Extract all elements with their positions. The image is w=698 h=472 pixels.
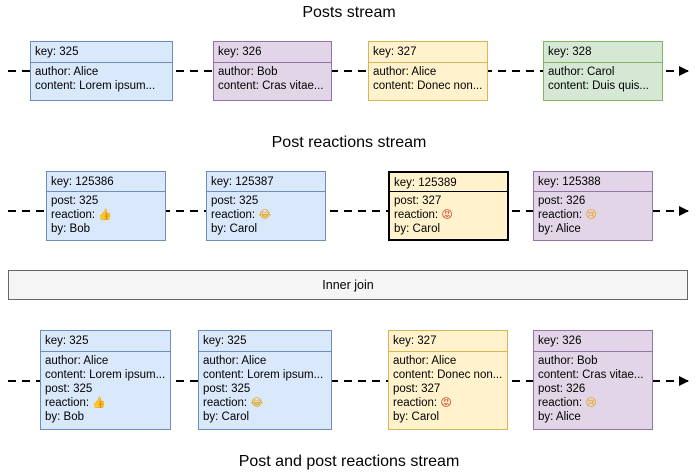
post-card-325: key: 325 author: Alice content: Lorem ip… — [30, 41, 173, 101]
card-by: by: Alice — [538, 223, 581, 235]
posts-stream-title: Posts stream — [302, 4, 396, 21]
card-by: by: Bob — [45, 411, 84, 423]
joined-stream-title: Post and post reactions stream — [238, 453, 460, 470]
card-author: author: Bob — [218, 66, 278, 78]
post-card-327: key: 327 author: Alice content: Donec no… — [368, 41, 488, 101]
joined-card-325-bob: key: 325 author: Alice content: Lorem ip… — [40, 330, 171, 430]
card-reaction: reaction: 😂 — [203, 396, 327, 410]
card-content: content: Cras vitae... — [218, 80, 324, 92]
card-post: post: 327 — [393, 383, 441, 395]
reaction-label: reaction: — [203, 397, 248, 409]
card-post: post: 325 — [203, 383, 251, 395]
reaction-label: reaction: — [211, 209, 256, 221]
inner-join-bar: Inner join — [8, 270, 688, 300]
post-card-328: key: 328 author: Carol content: Duis qui… — [543, 41, 663, 101]
joined-card-325-carol: key: 325 author: Alice content: Lorem ip… — [198, 330, 332, 430]
card-content: content: Lorem ipsum... — [203, 369, 324, 381]
card-key: key: 326 — [214, 42, 331, 63]
card-content: content: Lorem ipsum... — [35, 80, 156, 92]
card-key: key: 326 — [534, 331, 652, 352]
card-reaction: reaction: 😂 — [211, 208, 321, 222]
card-content: content: Donec non... — [373, 80, 483, 92]
card-reaction: reaction: 😡 — [394, 208, 503, 222]
card-key: key: 325 — [31, 42, 172, 63]
card-key: key: 327 — [369, 42, 487, 63]
joined-card-327: key: 327 author: Alice content: Donec no… — [388, 330, 508, 430]
reaction-label: reaction: — [51, 209, 96, 221]
card-author: author: Alice — [45, 355, 109, 367]
card-key: key: 328 — [544, 42, 662, 63]
reaction-label: reaction: — [538, 209, 583, 221]
reaction-card-125386: key: 125386 post: 325 reaction: 👍 by: Bo… — [46, 171, 166, 241]
card-author: author: Alice — [393, 355, 457, 367]
card-key: key: 325 — [41, 331, 170, 352]
card-key: key: 125386 — [47, 172, 165, 192]
reaction-card-125388: key: 125388 post: 326 reaction: 😢 by: Al… — [533, 171, 653, 241]
card-author: author: Alice — [373, 66, 437, 78]
reaction-label: reaction: — [538, 397, 583, 409]
card-content: content: Duis quis... — [548, 80, 649, 92]
post-card-326: key: 326 author: Bob content: Cras vitae… — [213, 41, 332, 101]
card-post: post: 327 — [394, 195, 442, 207]
card-post: post: 325 — [211, 195, 259, 207]
card-reaction: reaction: 👍 — [45, 396, 166, 410]
reaction-label: reaction: — [394, 209, 439, 221]
card-author: author: Alice — [203, 355, 267, 367]
laughing-face-icon: 😂 — [258, 208, 272, 221]
card-author: author: Alice — [35, 66, 99, 78]
crying-face-icon: 😢 — [585, 208, 597, 221]
angry-face-icon: 😡 — [441, 208, 453, 221]
card-reaction: reaction: 😢 — [538, 208, 648, 222]
card-by: by: Carol — [211, 223, 258, 235]
card-content: content: Cras vitae... — [538, 369, 644, 381]
reaction-card-125389: key: 125389 post: 327 reaction: 😡 by: Ca… — [388, 171, 509, 241]
crying-face-icon: 😢 — [585, 396, 597, 409]
card-by: by: Carol — [393, 411, 440, 423]
card-key: key: 125389 — [390, 173, 507, 192]
card-post: post: 326 — [538, 195, 586, 207]
card-by: by: Bob — [51, 223, 90, 235]
card-key: key: 125388 — [534, 172, 652, 192]
card-key: key: 327 — [389, 331, 507, 352]
reaction-label: reaction: — [45, 397, 90, 409]
card-post: post: 325 — [45, 383, 93, 395]
card-content: content: Lorem ipsum... — [45, 369, 166, 381]
reaction-label: reaction: — [393, 397, 438, 409]
joined-card-326: key: 326 author: Bob content: Cras vitae… — [533, 330, 653, 430]
card-post: post: 326 — [538, 383, 586, 395]
card-reaction: reaction: 😡 — [393, 396, 503, 410]
card-reaction: reaction: 😢 — [538, 396, 648, 410]
inner-join-label: Inner join — [322, 278, 374, 292]
thumbs-up-icon: 👍 — [98, 208, 113, 221]
thumbs-up-icon: 👍 — [92, 396, 107, 409]
card-key: key: 125387 — [207, 172, 325, 192]
card-reaction: reaction: 👍 — [51, 208, 161, 222]
reactions-stream-title: Post reactions stream — [271, 134, 427, 151]
card-author: author: Carol — [548, 66, 615, 78]
card-post: post: 325 — [51, 195, 99, 207]
card-by: by: Carol — [394, 223, 441, 235]
card-content: content: Donec non... — [393, 369, 503, 381]
reaction-card-125387: key: 125387 post: 325 reaction: 😂 by: Ca… — [206, 171, 326, 241]
angry-face-icon: 😡 — [440, 396, 452, 409]
card-key: key: 325 — [199, 331, 331, 352]
card-by: by: Alice — [538, 411, 581, 423]
laughing-face-icon: 😂 — [250, 396, 264, 409]
card-author: author: Bob — [538, 355, 598, 367]
card-by: by: Carol — [203, 411, 250, 423]
